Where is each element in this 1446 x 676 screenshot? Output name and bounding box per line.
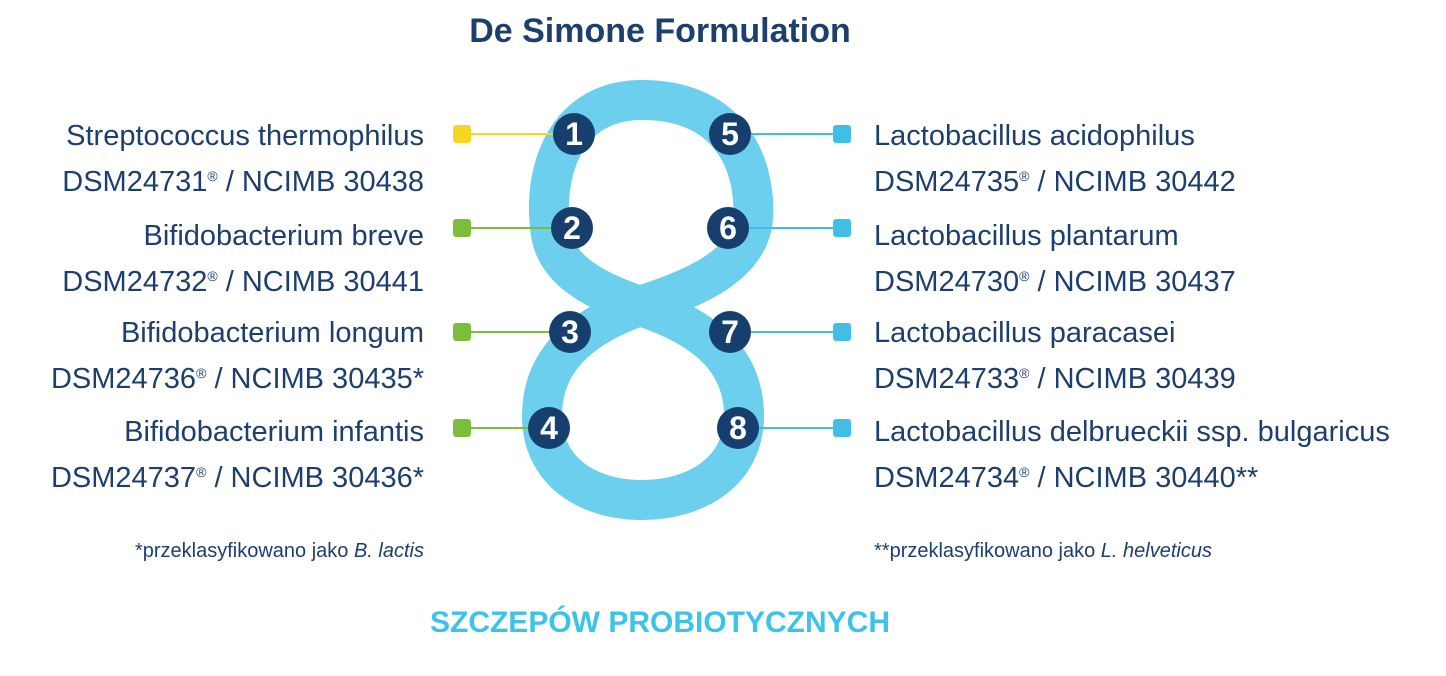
number-badge-7 <box>709 311 751 353</box>
number-badge-5 <box>709 113 751 155</box>
diagram-subtitle: SZCZEPÓW PROBIOTYCZNYCH <box>429 606 890 639</box>
strain-code: DSM24735® / NCIMB 30442 <box>874 166 1236 198</box>
marker-square <box>833 323 851 341</box>
footnote-right: **przeklasyfikowano jako L. helveticus <box>874 540 1212 562</box>
strain-code: DSM24730® / NCIMB 30437 <box>874 266 1236 298</box>
marker-square <box>833 125 851 143</box>
strain-4: Bifidobacterium infantis DSM24737® / NCI… <box>51 412 424 498</box>
strain-code: DSM24731® / NCIMB 30438 <box>62 166 424 198</box>
strain-name: Lactobacillus delbrueckii ssp. bulgaricu… <box>874 416 1390 448</box>
footnote-left: *przeklasyfikowano jako B. lactis <box>134 540 424 562</box>
strain-code: DSM24733® / NCIMB 30439 <box>874 363 1236 395</box>
strain-name: Lactobacillus paracasei <box>874 317 1176 349</box>
marker-square <box>833 419 851 437</box>
badge-number: 4 <box>540 410 558 446</box>
number-badge-4 <box>528 407 570 449</box>
strain-8: Lactobacillus delbrueckii ssp. bulgaricu… <box>874 412 1390 498</box>
strain-name: Bifidobacterium infantis <box>124 416 424 448</box>
strain-code: DSM24732® / NCIMB 30441 <box>62 266 424 298</box>
marker-square <box>453 125 471 143</box>
marker-square <box>453 419 471 437</box>
diagram-title: De Simone Formulation <box>469 12 851 50</box>
number-badges: 1 2 3 4 5 6 7 8 <box>528 113 759 449</box>
marker-square <box>833 219 851 237</box>
badge-number: 6 <box>719 210 737 246</box>
marker-square <box>453 219 471 237</box>
badge-number: 7 <box>721 314 739 350</box>
number-badge-6 <box>707 207 749 249</box>
strain-name: Bifidobacterium breve <box>143 220 424 252</box>
strain-6: Lactobacillus plantarum DSM24730® / NCIM… <box>874 216 1236 302</box>
number-badge-1 <box>553 113 595 155</box>
strain-name: Streptococcus thermophilus <box>66 120 424 152</box>
strain-2: Bifidobacterium breve DSM24732® / NCIMB … <box>62 216 424 302</box>
strain-name: Lactobacillus acidophilus <box>874 120 1195 152</box>
strain-name: Lactobacillus plantarum <box>874 220 1179 252</box>
number-badge-3 <box>549 311 591 353</box>
number-badge-2 <box>551 207 593 249</box>
strain-1: Streptococcus thermophilus DSM24731® / N… <box>62 116 424 202</box>
badge-number: 3 <box>561 314 579 350</box>
strain-7: Lactobacillus paracasei DSM24733® / NCIM… <box>874 313 1236 399</box>
strain-code: DSM24737® / NCIMB 30436* <box>50 462 424 494</box>
strain-5: Lactobacillus acidophilus DSM24735® / NC… <box>874 116 1236 202</box>
strain-name: Bifidobacterium longum <box>120 317 424 349</box>
strain-code: DSM24734® / NCIMB 30440** <box>874 462 1259 494</box>
strain-code: DSM24736® / NCIMB 30435* <box>50 363 424 395</box>
badge-number: 2 <box>563 210 581 246</box>
number-badge-8 <box>717 407 759 449</box>
big-numeral-eight <box>521 79 774 521</box>
badge-number: 5 <box>721 116 739 152</box>
badge-number: 8 <box>729 410 747 446</box>
badge-number: 1 <box>565 116 583 152</box>
marker-square <box>453 323 471 341</box>
strain-3: Bifidobacterium longum DSM24736® / NCIMB… <box>51 313 424 399</box>
